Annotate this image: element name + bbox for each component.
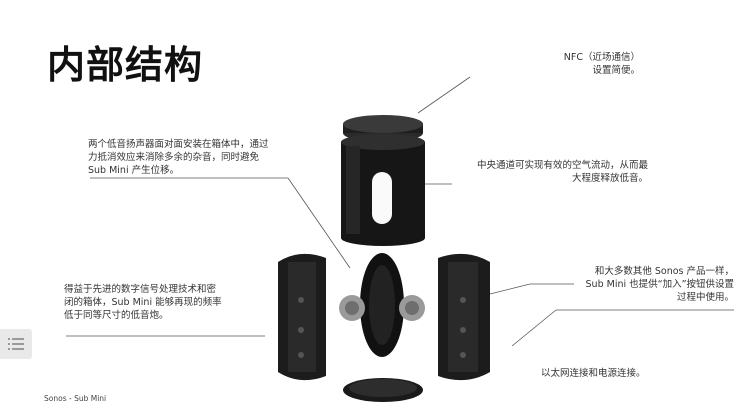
leader-ethernet-d xyxy=(511,309,557,347)
right-shell xyxy=(438,253,490,381)
callout-woofers: 两个低音扬声器面对面安装在箱体中，通过 力抵消效应来消除多余的杂音，同时避免 S… xyxy=(88,139,269,176)
callout-dsp: 得益于先进的数字信号处理技术和密 闭的箱体，Sub Mini 能够再现的频率 低… xyxy=(64,284,222,321)
callout-nfc: NFC（近场通信） 设置简便。 xyxy=(563,52,640,76)
center-cylinder xyxy=(341,134,425,246)
callout-ethernet: 以太网连接和电源连接。 xyxy=(541,368,646,379)
callout-center-channel: 中央通道可实现有效的空气流动，从而最 大程度释放低音。 xyxy=(476,160,648,184)
slide-footer: Sonos - Sub Mini xyxy=(44,394,107,403)
leader-nfc xyxy=(417,76,471,114)
callout-join-button: 和大多数其他 Sonos 产品一样， Sub Mini 也提供“加入”按钮供设置… xyxy=(585,266,734,303)
slide-title: 内部结构 xyxy=(47,43,204,87)
woofer-core xyxy=(339,253,425,357)
leader-woofers-d xyxy=(287,177,351,269)
slide-menu-button[interactable] xyxy=(0,329,32,359)
left-shell xyxy=(278,253,326,381)
bottom-plate xyxy=(343,378,423,402)
list-menu-icon xyxy=(8,338,24,350)
